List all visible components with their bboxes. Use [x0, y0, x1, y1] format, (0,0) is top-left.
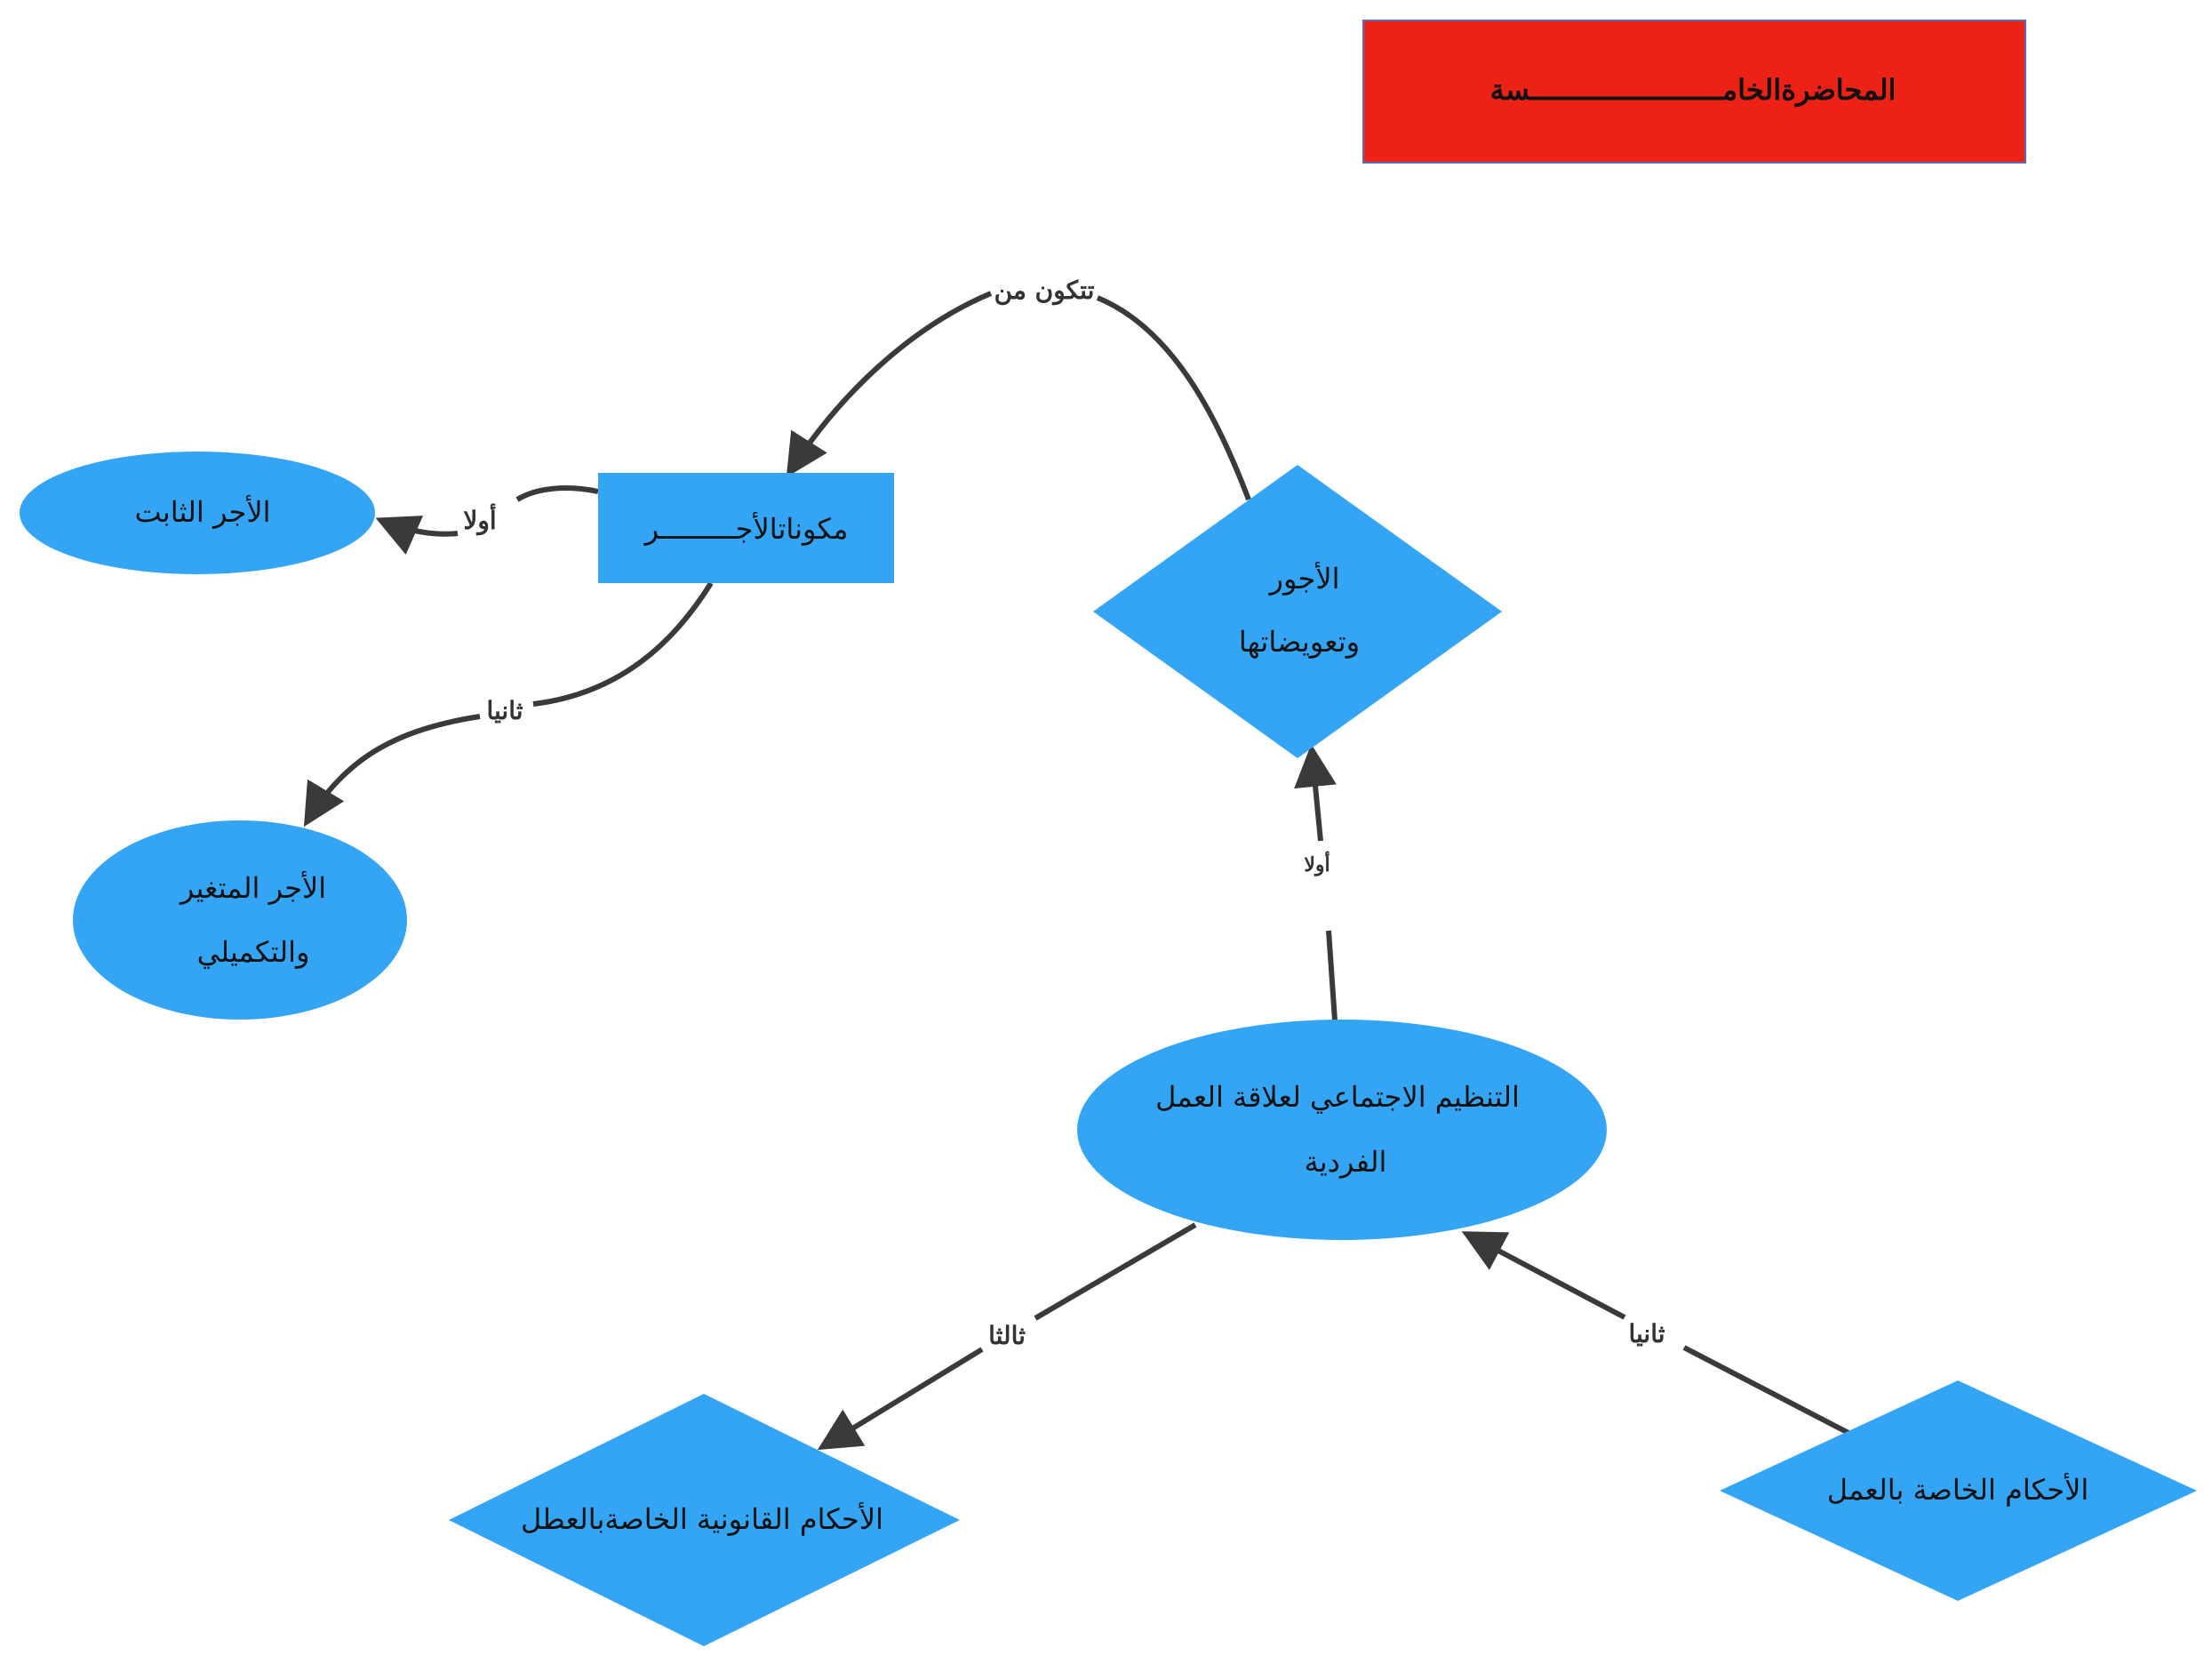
node-wages-compensation-line1: الأجور	[1268, 561, 1340, 596]
node-fixed-wage-label: الأجر الثابت	[134, 494, 270, 529]
edge-second-variable-arrow	[303, 714, 481, 828]
edge-second-work	[1682, 1345, 1850, 1436]
edge-first-wages-arrow	[1294, 744, 1337, 842]
node-legal-provisions[interactable]: الأحكام القانونية الخاصةبالعطل	[449, 1394, 960, 1646]
node-social-regulation[interactable]: التنظيم الاجتماعي لعلاقة العمل الفردية	[1077, 1020, 1607, 1240]
edge-second-variable	[532, 581, 714, 707]
edge-first-fixed	[515, 485, 599, 502]
title-box[interactable]: المحاضرةالخامـــــــــــــــــــــــسة	[1362, 20, 2026, 164]
edge-consists-of-arrow	[786, 291, 993, 478]
node-variable-wage[interactable]: الأجر المتغير والتكميلي	[73, 820, 407, 1020]
node-variable-wage-line1: الأجر المتغير	[179, 870, 326, 905]
node-legal-provisions-label: الأحكام القانونية الخاصةبالعطل	[521, 1501, 883, 1536]
node-social-regulation-line2: الفردية	[1305, 1145, 1387, 1179]
edge-consists-of	[1096, 295, 1251, 501]
node-wage-components[interactable]: مكوناتالأجـــــــــر	[598, 473, 894, 583]
edge-first-wages	[1326, 930, 1338, 1021]
node-work-provisions[interactable]: الأحكام الخاصة بالعمل	[1720, 1380, 2197, 1601]
node-wages-compensation[interactable]: الأجور وتعويضاتها	[1093, 465, 1502, 758]
title-text: المحاضرةالخامـــــــــــــــــــــــسة	[1490, 73, 1897, 108]
edge-label-second-variable: ثانيا	[486, 696, 523, 725]
node-fixed-wage[interactable]: الأجر الثابت	[20, 452, 375, 574]
node-variable-wage-line2: والتكميلي	[197, 935, 310, 969]
node-social-regulation-line1: التنظيم الاجتماعي لعلاقة العمل	[1155, 1080, 1520, 1114]
edge-label-second-work: ثانيا	[1628, 1319, 1665, 1348]
node-work-provisions-label: الأحكام الخاصة بالعمل	[1827, 1472, 2088, 1507]
node-wage-components-label: مكوناتالأجـــــــــر	[643, 511, 849, 546]
edge-label-third-legal: ثالثا	[988, 1321, 1026, 1350]
edge-label-consists-of: تتكون من	[994, 276, 1095, 306]
edge-label-first-fixed: أولا	[463, 504, 496, 536]
node-wages-compensation-line2: وتعويضاتها	[1239, 625, 1360, 659]
edge-second-work-arrow	[1461, 1231, 1626, 1320]
edge-third-legal	[1034, 1222, 1197, 1321]
edge-first-fixed-arrow	[375, 516, 459, 555]
edges: تتكون من أولا ثانيا أولا ثانيا ثالثا	[303, 276, 1850, 1451]
edge-third-legal-arrow	[817, 1347, 984, 1451]
edge-label-first-wages: أولا	[1304, 851, 1330, 876]
